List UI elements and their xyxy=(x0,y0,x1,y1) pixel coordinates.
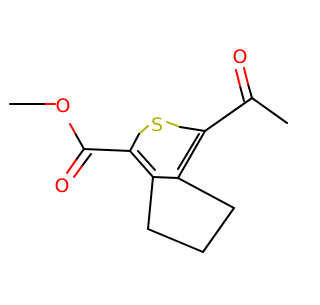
ketone-oxygen-label: O xyxy=(233,46,248,68)
ester-carbonyl-oxygen-label: O xyxy=(55,175,70,197)
sulfur-atom-label: S xyxy=(151,114,163,136)
bond-carbonyl-double-2 xyxy=(81,153,92,167)
bond-ketone-c-methyl xyxy=(251,97,288,124)
bond-s-c2 xyxy=(129,133,140,152)
bond-c2-carbonyl-c xyxy=(83,148,131,152)
bond-ketone-double-1 xyxy=(247,83,253,99)
bond-carbonyl-c-o-ether-red xyxy=(69,123,76,134)
bond-s-c5 xyxy=(179,126,206,132)
bond-c3-c4 xyxy=(152,176,179,179)
bond-ch2-ch2 xyxy=(147,228,204,253)
bond-c4-c5-inner xyxy=(177,133,200,170)
thiophene-ring xyxy=(129,121,206,179)
acetyl-group xyxy=(204,67,288,132)
background xyxy=(0,0,300,300)
bond-carbonyl-double-1-red xyxy=(66,159,77,174)
bond-ketone-double-1-red xyxy=(243,67,249,85)
bond-carbonyl-double-1 xyxy=(75,148,85,161)
bond-c2-c3-inner xyxy=(137,150,156,171)
bond-carbonyl-c-o-ether xyxy=(74,132,85,150)
molecule-diagram: S O O O xyxy=(0,0,300,300)
ester-ether-oxygen-label: O xyxy=(56,95,71,117)
structure-canvas: S O O O xyxy=(0,0,300,300)
bond-carbonyl-double-2-red xyxy=(73,165,83,178)
bond-s-c2-sulfur-part xyxy=(138,125,149,135)
bond-c4-c5 xyxy=(177,130,206,179)
bond-ch2-c4 xyxy=(177,177,235,209)
bond-c3-ch2 xyxy=(147,176,154,230)
bond-c2-c3 xyxy=(129,150,154,178)
methyl-ester-group xyxy=(9,103,131,178)
cyclopentane-ring xyxy=(147,176,235,253)
bond-ketone-double-2 xyxy=(239,85,245,102)
bond-ch2-ch2-b xyxy=(202,207,235,253)
bond-ketone-double-2-red xyxy=(235,69,241,87)
atom-labels: S O O O xyxy=(55,46,248,197)
bond-c5-ketone-c xyxy=(204,97,253,132)
bond-s-c5-sulfur-part xyxy=(166,121,181,128)
